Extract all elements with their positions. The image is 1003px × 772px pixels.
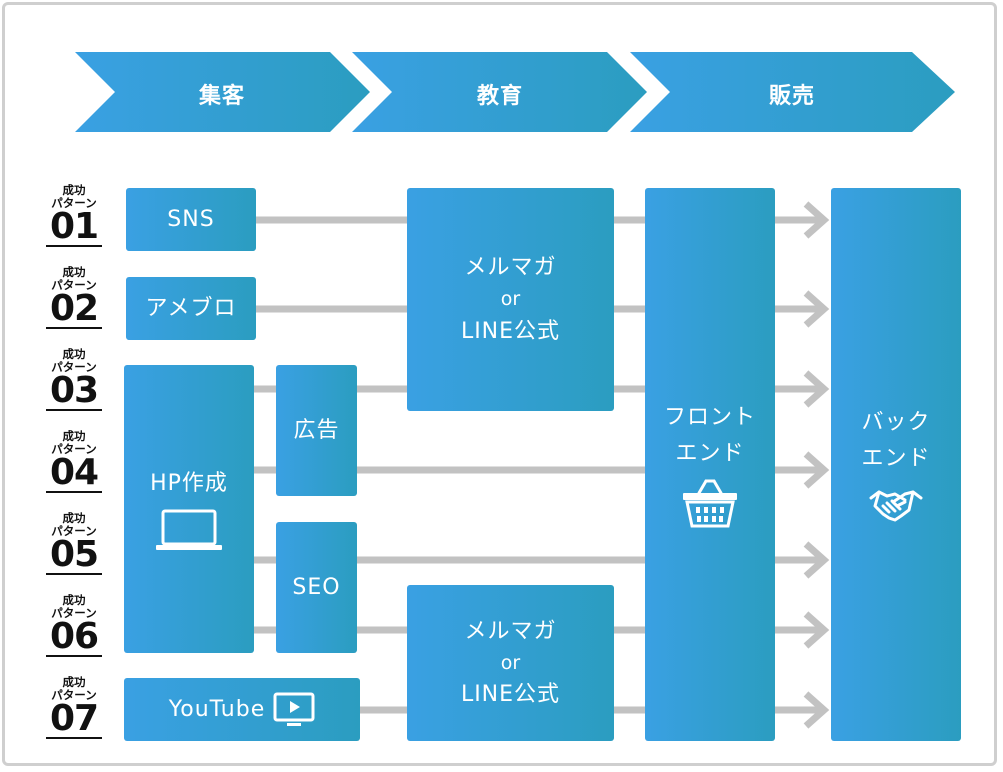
pattern-label-line2: パターン: [51, 524, 97, 538]
pattern-label-line2: パターン: [51, 278, 97, 292]
pattern-label-line2: パターン: [51, 442, 97, 456]
shopping-basket-icon: [683, 479, 737, 528]
stage-chevron-1: [75, 52, 370, 132]
pattern-label-03: 成功 パターン 03: [46, 348, 102, 411]
node-mailmag-2: メルマガ or LINE公式: [407, 585, 614, 741]
pattern-underline: [46, 573, 102, 575]
pattern-label-line2: パターン: [51, 688, 97, 702]
arrow-03: [775, 370, 830, 408]
pattern-label-06: 成功 パターン 06: [46, 594, 102, 657]
node-mailmag-2-line1: メルマガ: [464, 618, 557, 644]
pattern-label-line1: 成功: [62, 511, 86, 525]
arrows: [775, 201, 830, 729]
arrow-07: [775, 691, 830, 729]
node-hp: HP作成: [124, 365, 254, 653]
node-seo-label: SEO: [292, 574, 341, 600]
pattern-label-line2: パターン: [51, 360, 97, 374]
node-frontend: フロント エンド: [645, 188, 775, 741]
node-mailmag-1-line3: LINE公式: [460, 318, 561, 344]
pattern-label-04: 成功 パターン 04: [46, 430, 102, 493]
node-backend-line1: バック: [861, 410, 931, 436]
node-ameblo: アメブロ: [126, 277, 256, 340]
node-frontend-line1: フロント: [663, 405, 756, 431]
pattern-underline: [46, 737, 102, 739]
node-youtube: YouTube: [124, 678, 360, 741]
pattern-number: 04: [49, 452, 99, 493]
arrow-01: [775, 201, 830, 239]
pattern-number: 02: [49, 288, 99, 329]
arrow-02: [775, 290, 830, 328]
arrow-04: [775, 451, 830, 489]
stage-label-3: 販売: [768, 84, 815, 109]
pattern-underline: [46, 409, 102, 411]
stage-label-1: 集客: [198, 84, 245, 109]
arrow-05: [775, 541, 830, 579]
play-screen-icon: [273, 692, 315, 726]
node-seo: SEO: [276, 522, 357, 653]
stage-chevron-2: [352, 52, 647, 132]
pattern-label-line1: 成功: [62, 593, 86, 607]
pattern-label-line1: 成功: [62, 183, 86, 197]
pattern-label-07: 成功 パターン 07: [46, 676, 102, 739]
pattern-label-line1: 成功: [62, 265, 86, 279]
node-mailmag-2-line2: or: [500, 651, 521, 674]
pattern-number: 01: [49, 206, 99, 247]
pattern-underline: [46, 327, 102, 329]
pattern-label-line1: 成功: [62, 429, 86, 443]
handshake-icon: [869, 490, 923, 522]
node-mailmag-1-line1: メルマガ: [464, 255, 557, 281]
node-youtube-label: YouTube: [168, 696, 266, 722]
node-sns: SNS: [126, 188, 256, 251]
pattern-label-line2: パターン: [51, 606, 97, 620]
node-mailmag-1: メルマガ or LINE公式: [407, 188, 614, 411]
pattern-label-02: 成功 パターン 02: [46, 266, 102, 329]
stage-label-2: 教育: [476, 84, 523, 109]
pattern-label-line1: 成功: [62, 347, 86, 361]
pattern-number: 05: [49, 534, 99, 575]
pattern-underline: [46, 655, 102, 657]
node-backend-line2: エンド: [861, 445, 931, 471]
pattern-number: 03: [49, 370, 99, 411]
node-backend: バック エンド: [831, 188, 961, 741]
node-hp-label: HP作成: [150, 471, 228, 497]
node-ad-label: 広告: [293, 417, 340, 443]
node-ameblo-label: アメブロ: [145, 295, 237, 321]
pattern-number: 06: [49, 616, 99, 657]
laptop-icon: [156, 509, 222, 550]
connector-lines: [254, 216, 645, 714]
pattern-underline: [46, 245, 102, 247]
pattern-label-01: 成功 パターン 01: [46, 184, 102, 247]
pattern-label-05: 成功 パターン 05: [46, 512, 102, 575]
node-sns-label: SNS: [167, 206, 215, 232]
pattern-underline: [46, 491, 102, 493]
pattern-label-line2: パターン: [51, 196, 97, 210]
arrow-06: [775, 611, 830, 649]
node-mailmag-1-line2: or: [500, 288, 521, 311]
node-mailmag-2-line3: LINE公式: [460, 682, 561, 708]
stage-chevron-3: [630, 52, 955, 132]
pattern-label-line1: 成功: [62, 675, 86, 689]
node-frontend-line2: エンド: [675, 440, 745, 466]
pattern-number: 07: [49, 698, 99, 739]
node-ad: 広告: [276, 365, 357, 496]
